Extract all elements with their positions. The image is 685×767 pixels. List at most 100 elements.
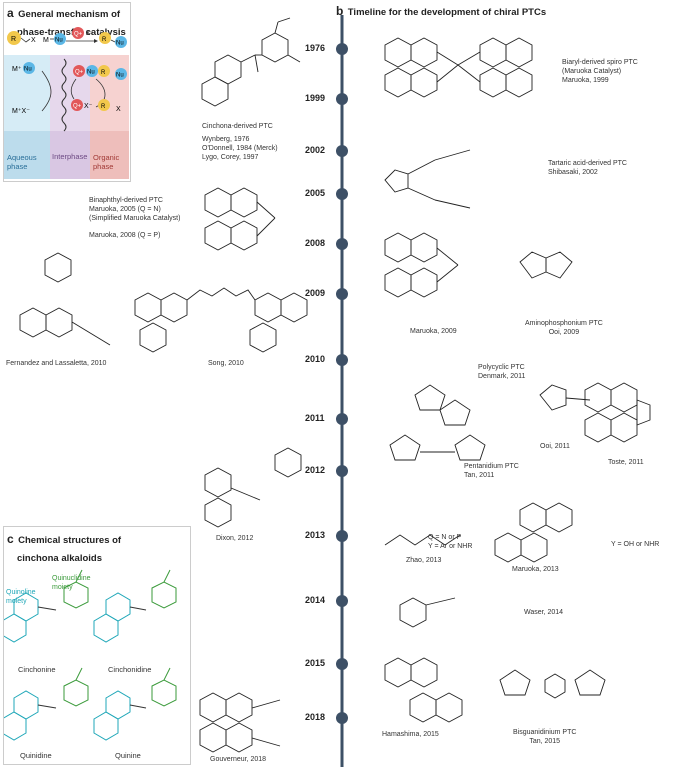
quinoline-label-1: Quinoline (6, 589, 36, 596)
timeline-year-label: 2015 (305, 658, 326, 668)
toste-structure (584, 382, 651, 443)
timeline-year-label: 2011 (305, 413, 325, 423)
svg-text:X: X (116, 106, 121, 113)
pentanidium-caption: Pentanidium PTC Tan, 2011 (464, 462, 519, 480)
svg-text:X⁻: X⁻ (84, 103, 93, 110)
caption-amino-2: Ooi, 2009 (548, 329, 580, 336)
svg-text:Q+: Q+ (73, 104, 82, 110)
svg-text:Q+: Q+ (74, 32, 83, 38)
aqueous-phase-label: Aqueous phase (7, 153, 37, 171)
bisguanidinium-structure (499, 669, 606, 699)
caption-poly-1: Polycyclic PTC (478, 364, 525, 371)
quinidine-structure (4, 667, 89, 741)
panel-c-title-1: Chemical structures of (18, 535, 122, 546)
timeline-year-label: 2018 (305, 712, 326, 722)
aminophosphonium-structure (519, 251, 573, 279)
svg-text:R: R (11, 36, 16, 43)
panel-a-title-1: General mechanism of (18, 9, 121, 20)
caption-tartaric-2: Shibasaki, 2002 (548, 169, 598, 176)
svg-text:M: M (43, 37, 49, 44)
timeline-node (336, 465, 348, 477)
svg-text:Nu: Nu (55, 38, 63, 44)
zhao-structure (384, 534, 461, 546)
timeline-node (336, 712, 348, 724)
cinchona-alkaloids-structures (4, 569, 177, 741)
caption-spiro-3: Maruoka, 1999 (562, 77, 609, 84)
r-group-circle (7, 31, 21, 45)
svg-text:X: X (31, 37, 36, 44)
zhao-caption: Q = N or P Y = Ar or NHR Zhao, 2013 (390, 533, 472, 565)
timeline-year-label: 2010 (305, 354, 326, 364)
cinchonine-label: Cinchonine (18, 665, 56, 674)
caption-tartaric-1: Tartaric acid-derived PTC (548, 160, 627, 167)
svg-text:Q+: Q+ (75, 70, 84, 76)
caption-binaph-4: Maruoka, 2008 (Q = P) (89, 232, 161, 239)
caption-amino-1: Aminophosphonium PTC (525, 320, 603, 327)
aminophosphonium-caption: Aminophosphonium PTC Ooi, 2009 (525, 319, 603, 337)
phase-transfer-mechanism-diagram: R X M Nu Q+ X⁻ R Nu M⁺ Nu M⁺X⁻ Q+ Nu Q+ … (4, 27, 129, 179)
svg-text:X⁻: X⁻ (86, 31, 93, 37)
timeline-year-label: 1999 (305, 93, 326, 103)
quinidine-label: Quinidine (20, 751, 52, 760)
dixon-structure (204, 447, 302, 528)
timeline-node (336, 288, 348, 300)
waser-structure (399, 597, 456, 628)
caption-zhao-y: Y = Ar or NHR (428, 543, 473, 550)
gouverneur-structure (199, 692, 281, 753)
song-structure (134, 287, 308, 353)
svg-text:R: R (101, 70, 106, 76)
polycyclic-caption: Polycyclic PTC Denmark, 2011 (478, 363, 525, 381)
hamashima-structure (384, 657, 463, 723)
quinuclidine-label-2: moiety (52, 584, 73, 591)
panel-b-letter: b (336, 4, 344, 18)
timeline-node (336, 145, 348, 157)
quinine-structure (93, 667, 177, 741)
caption-odonnell: O'Donnell, 1984 (Merck) (202, 145, 278, 152)
timeline-node (336, 188, 348, 200)
panel-c-box (3, 526, 191, 765)
organic-phase-label: Organic phase (93, 153, 119, 171)
caption-spiro-2: (Maruoka Catalyst) (562, 68, 622, 75)
song-caption: Song, 2010 (208, 360, 244, 367)
pentanidium-structure (389, 434, 486, 461)
quinoline-label-2: moiety (6, 598, 27, 605)
timeline-year-label: 2014 (305, 595, 326, 605)
timeline-year-label: 2012 (305, 465, 326, 475)
caption-zhao-q: Q = N or P (428, 534, 462, 541)
fernandez-structure (19, 252, 111, 346)
tartaric-caption: Tartaric acid-derived PTC Shibasaki, 200… (548, 159, 627, 177)
cinchonine-structure (4, 569, 89, 643)
timeline-year-label: 2005 (305, 188, 326, 198)
cinchona-ptc-caption: Cinchona-derived PTC Wynberg, 1976 O'Don… (202, 122, 278, 162)
timeline-node (336, 658, 348, 670)
timeline-year-label: 2013 (305, 530, 326, 540)
panel-c-title-2: cinchona alkaloids (17, 553, 102, 564)
panel-c-letter: c (7, 532, 14, 546)
caption-cinchona-ptc: Cinchona-derived PTC (202, 123, 273, 130)
timeline-year-label: 2009 (305, 288, 326, 298)
caption-poly-2: Denmark, 2011 (478, 373, 526, 380)
bisguanidinium-caption: Bisguanidinium PTC Tan, 2015 (513, 728, 576, 746)
svg-text:M⁺: M⁺ (12, 66, 22, 73)
timeline-node (336, 595, 348, 607)
caption-penta-2: Tan, 2011 (464, 472, 495, 479)
timeline-year-label: 2002 (305, 145, 326, 155)
nu-circle (54, 33, 66, 45)
binaphthyl-caption: Binaphthyl-derived PTC Maruoka, 2005 (Q … (89, 196, 180, 240)
toste-caption: Toste, 2011 (608, 459, 644, 466)
caption-zhao: Zhao, 2013 (406, 557, 442, 564)
panel-b-header: b Timeline for the development of chiral… (336, 2, 546, 20)
caption-bisg-2: Tan, 2015 (529, 738, 561, 745)
timeline-node (336, 354, 348, 366)
svg-text:Nu: Nu (87, 70, 95, 76)
caption-binaph-2: Maruoka, 2005 (Q = N) (89, 206, 161, 213)
caption-penta-1: Pentanidium PTC (464, 463, 519, 470)
organic-label-2: phase (93, 162, 114, 171)
maruoka-2009-caption: Maruoka, 2009 (410, 328, 457, 335)
dixon-caption: Dixon, 2012 (216, 535, 254, 542)
timeline-year-label: 1976 (305, 43, 326, 53)
panel-a-title-2: phase-transfer catalysis (17, 27, 126, 38)
spiro-caption: Biaryl-derived spiro PTC (Maruoka Cataly… (562, 58, 638, 85)
binaphthyl-ptc-structure (204, 187, 276, 251)
